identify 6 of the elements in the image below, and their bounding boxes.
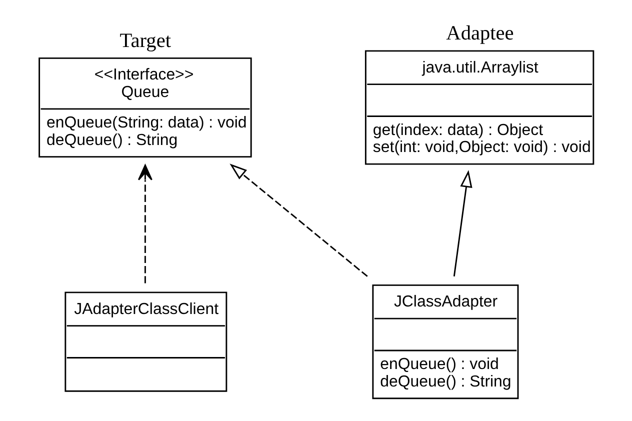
node-box: java.util.Arraylist get(index: data) : Object set(int: void,Object: void) : void [364,50,594,165]
arrow [453,170,472,276]
arrow [138,164,152,284]
node-label: Target [120,30,171,52]
arrow [230,164,368,277]
node-label: Adaptee [446,22,514,45]
